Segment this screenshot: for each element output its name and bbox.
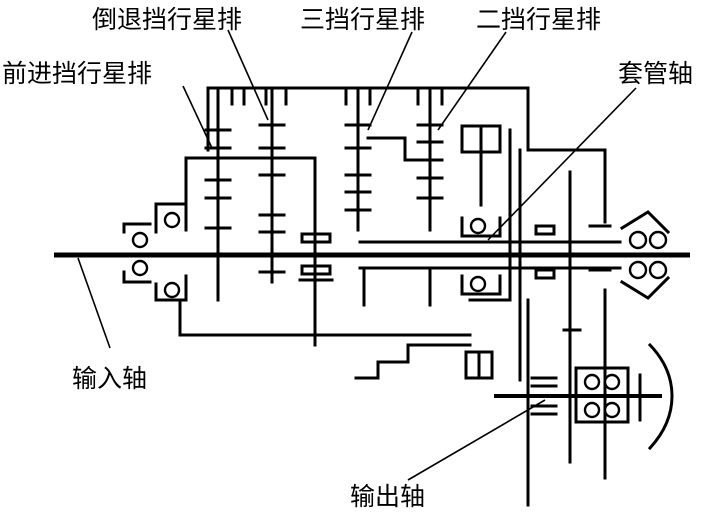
leader-third xyxy=(367,31,413,131)
sleeve-gear-upper xyxy=(534,224,556,236)
planetary-gears xyxy=(204,86,612,416)
output-bearing xyxy=(574,366,630,424)
leader-reverse xyxy=(227,29,269,121)
carrier-bearing xyxy=(460,216,502,296)
ring-gear-teeth xyxy=(230,86,444,106)
sun-gear xyxy=(298,232,334,282)
forward-planetary-gears xyxy=(204,88,232,302)
input-bearing-upper xyxy=(122,202,188,249)
reverse-planetary-gears xyxy=(258,88,286,284)
input-bearing-lower xyxy=(122,259,188,302)
shafts xyxy=(54,240,690,398)
bearings xyxy=(122,202,671,424)
label-second-planetary: 二挡行星排 xyxy=(476,5,601,34)
label-output-shaft: 输出轴 xyxy=(350,482,425,511)
label-reverse-planetary: 倒退挡行星排 xyxy=(92,5,242,34)
leader-lines xyxy=(77,29,637,481)
leader-output xyxy=(407,399,546,481)
label-third-planetary: 三挡行星排 xyxy=(300,5,425,34)
label-forward-planetary: 前进挡行星排 xyxy=(2,59,152,88)
leader-sleeve xyxy=(487,87,637,241)
label-sleeve-shaft: 套管轴 xyxy=(618,59,693,88)
leader-second xyxy=(437,31,507,131)
housing-frames xyxy=(178,86,674,507)
third-planetary-gears xyxy=(344,88,372,307)
leader-input xyxy=(77,257,111,349)
sleeve-gear-lower xyxy=(534,268,556,280)
second-planetary-gears xyxy=(416,88,444,307)
end-bearing xyxy=(619,210,671,300)
label-input-shaft: 输入轴 xyxy=(72,364,147,393)
